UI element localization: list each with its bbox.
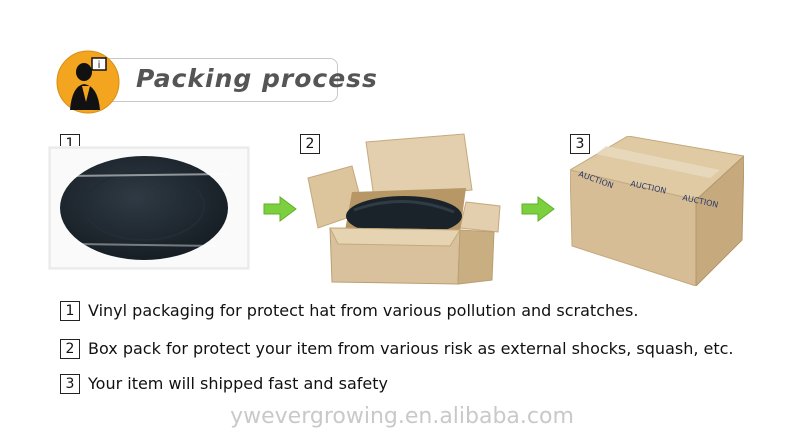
header-tab bbox=[94, 58, 338, 102]
description-number-3: 3 bbox=[60, 373, 80, 394]
step-number-2: 2 bbox=[300, 134, 320, 154]
description-text-2: Box pack for protect your item from vari… bbox=[88, 339, 734, 358]
description-number-1: 1 bbox=[60, 300, 80, 321]
description-text-1: Vinyl packaging for protect hat from var… bbox=[88, 301, 639, 320]
description-row-3: 3 Your item will shipped fast and safety bbox=[60, 373, 388, 395]
description-row-1: 1 Vinyl packaging for protect hat from va… bbox=[60, 300, 638, 322]
description-text-3: Your item will shipped fast and safety bbox=[88, 374, 388, 393]
open-cardboard-box-image bbox=[307, 133, 501, 285]
step-number-3: 3 bbox=[570, 134, 590, 154]
description-number-2: 2 bbox=[60, 338, 80, 359]
description-row-2: 2 Box pack for protect your item from var… bbox=[60, 338, 734, 360]
info-person-icon: i bbox=[56, 50, 120, 114]
arrow-right-icon bbox=[263, 196, 297, 222]
svg-text:i: i bbox=[98, 60, 101, 71]
vinyl-wrapped-hat-image bbox=[48, 146, 250, 270]
page-title: Packing process bbox=[136, 64, 378, 93]
watermark: ywevergrowing.en.alibaba.com bbox=[230, 404, 574, 429]
arrow-right-icon bbox=[521, 196, 555, 222]
sealed-cardboard-box-image: AUCTION AUCTION AUCTION bbox=[570, 136, 744, 286]
